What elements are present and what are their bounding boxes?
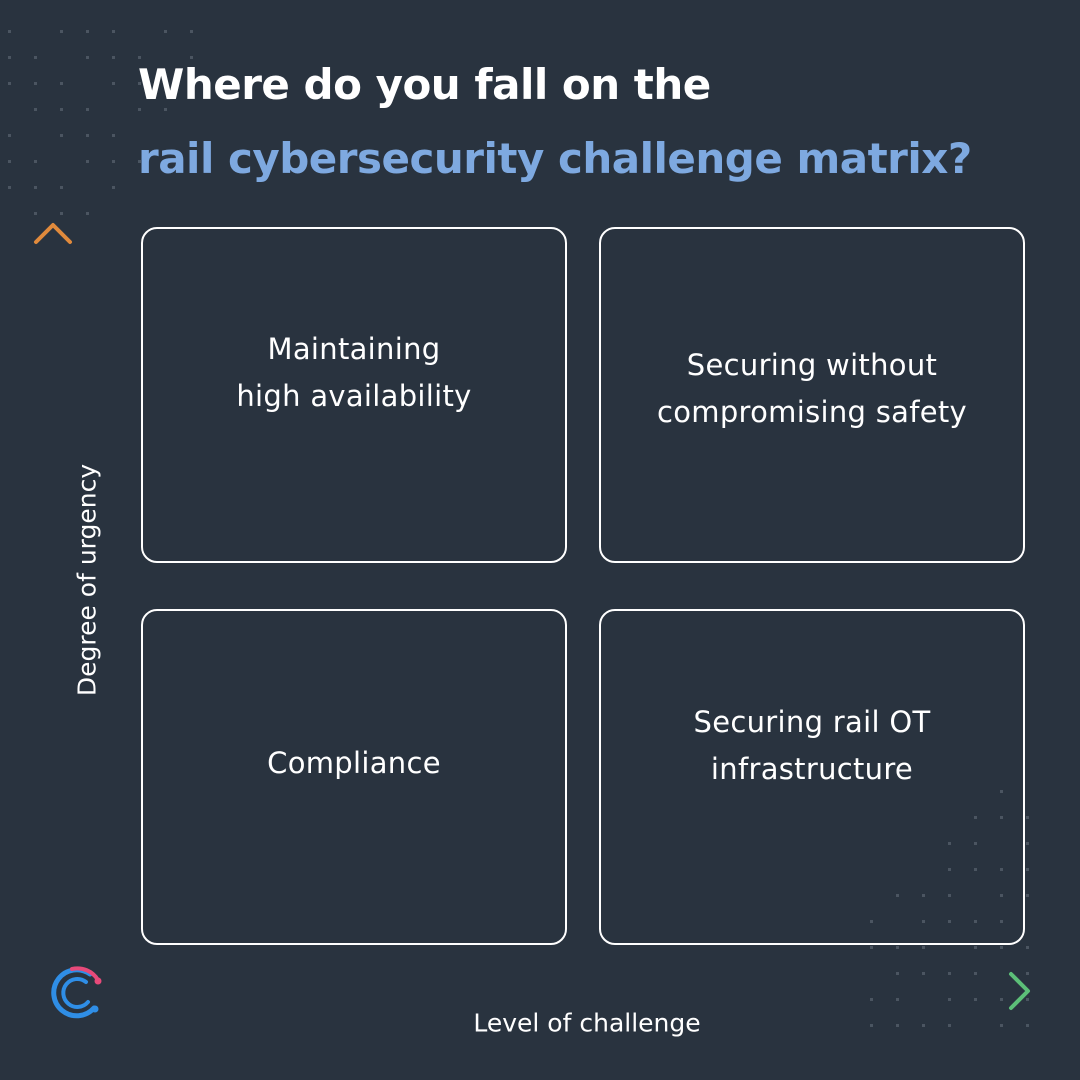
y-axis-label: Degree of urgency <box>72 463 102 697</box>
quadrant-bottom-left: Compliance <box>141 609 567 945</box>
arrow-up-icon <box>34 223 72 244</box>
quadrant-top-left: Maintaining high availability <box>141 227 567 563</box>
quadrant-label: Maintaining high availability <box>236 332 472 413</box>
quadrant-bottom-right: Securing rail OT infrastructure <box>599 609 1025 945</box>
quadrant-label: Securing rail OT infrastructure <box>693 705 931 786</box>
brand-logo-icon <box>51 966 102 1019</box>
page-title: Where do you fall on the rail cybersecur… <box>138 48 1058 196</box>
quadrant-top-right: Securing without compromising safety <box>599 227 1025 563</box>
title-line-1: Where do you fall on the <box>138 60 711 109</box>
quadrant-label: Securing without compromising safety <box>656 348 968 429</box>
x-axis-label: Level of challenge <box>473 1008 701 1038</box>
title-line-2: rail cybersecurity challenge matrix? <box>138 134 972 183</box>
quadrant-label: Compliance <box>267 745 441 780</box>
arrow-right-icon <box>1009 972 1030 1010</box>
